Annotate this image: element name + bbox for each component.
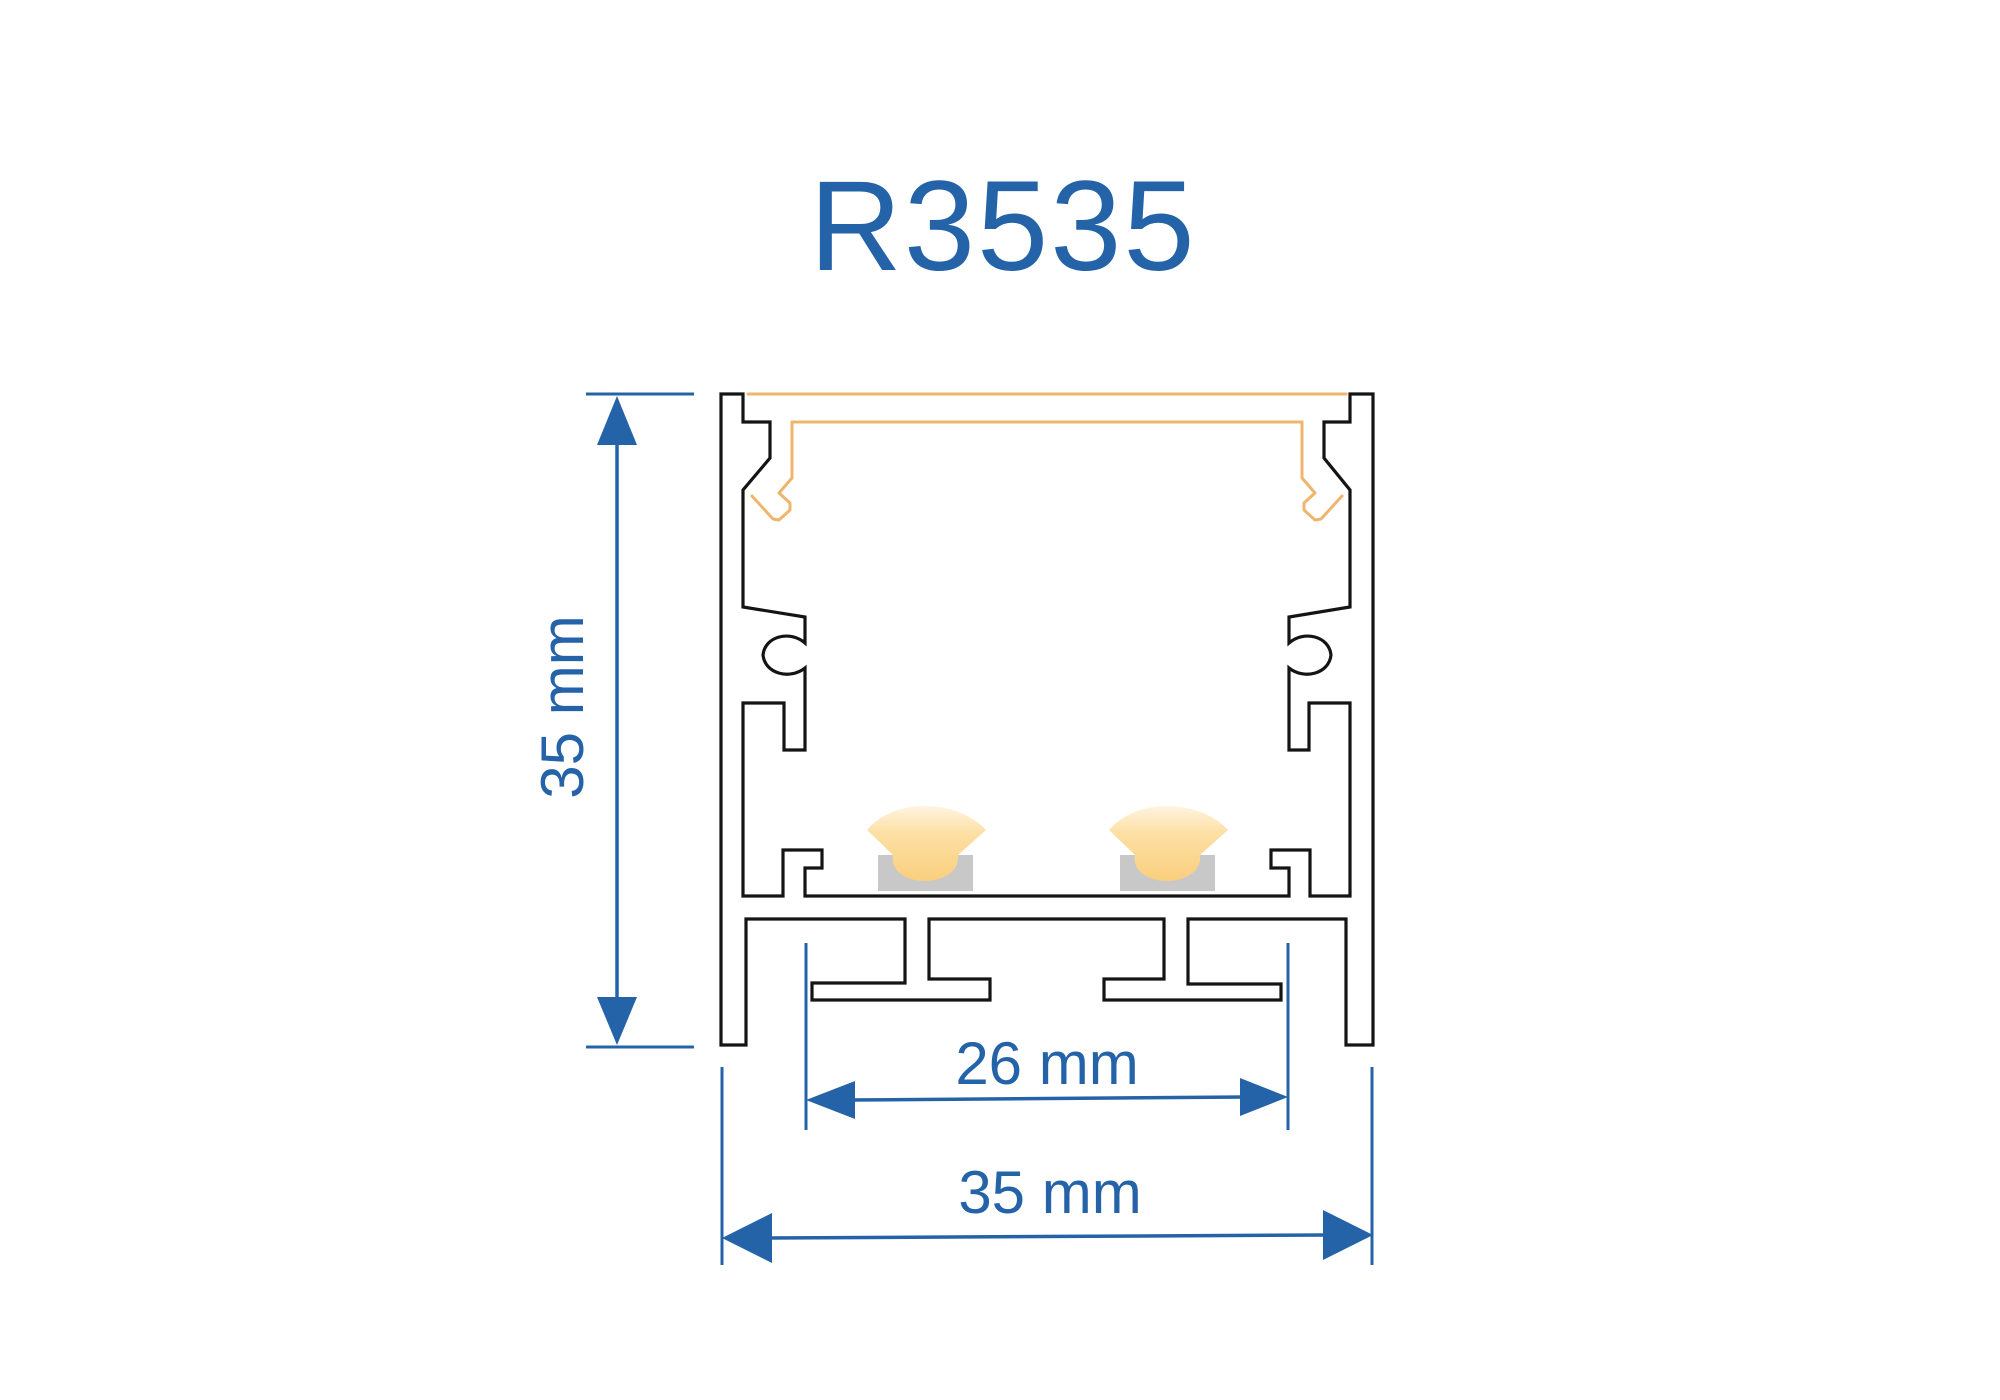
aluminium-profile — [719, 392, 1375, 1047]
inner-width-dim-line — [849, 1095, 1246, 1102]
diffuser-cover — [746, 392, 1348, 522]
arrow-left-icon — [806, 1081, 855, 1119]
diffuser-left-clip — [750, 420, 1304, 522]
led-right — [1109, 806, 1228, 891]
outer-width-dimension: 35 mm — [720, 1067, 1374, 1265]
led-glow-icon — [1109, 806, 1228, 881]
height-label: 35 mm — [529, 615, 596, 798]
inner-width-label: 26 mm — [955, 1030, 1138, 1097]
product-title: R3535 — [809, 155, 1196, 298]
diffuser-right-clip — [1300, 420, 1344, 522]
arrow-up-icon — [597, 396, 637, 445]
profile-upper-outline — [719, 392, 1375, 1047]
outer-width-dim-line — [767, 1233, 1329, 1240]
arrow-left-icon — [722, 1213, 772, 1263]
led-left — [867, 806, 986, 891]
arrow-right-icon — [1240, 1078, 1288, 1116]
height-dimension: 35 mm — [529, 392, 694, 1049]
outer-width-label: 35 mm — [958, 1159, 1141, 1226]
arrow-down-icon — [597, 997, 637, 1045]
led-glow-icon — [867, 806, 986, 881]
inner-width-dimension: 26 mm — [804, 943, 1290, 1130]
arrow-right-icon — [1323, 1210, 1373, 1260]
